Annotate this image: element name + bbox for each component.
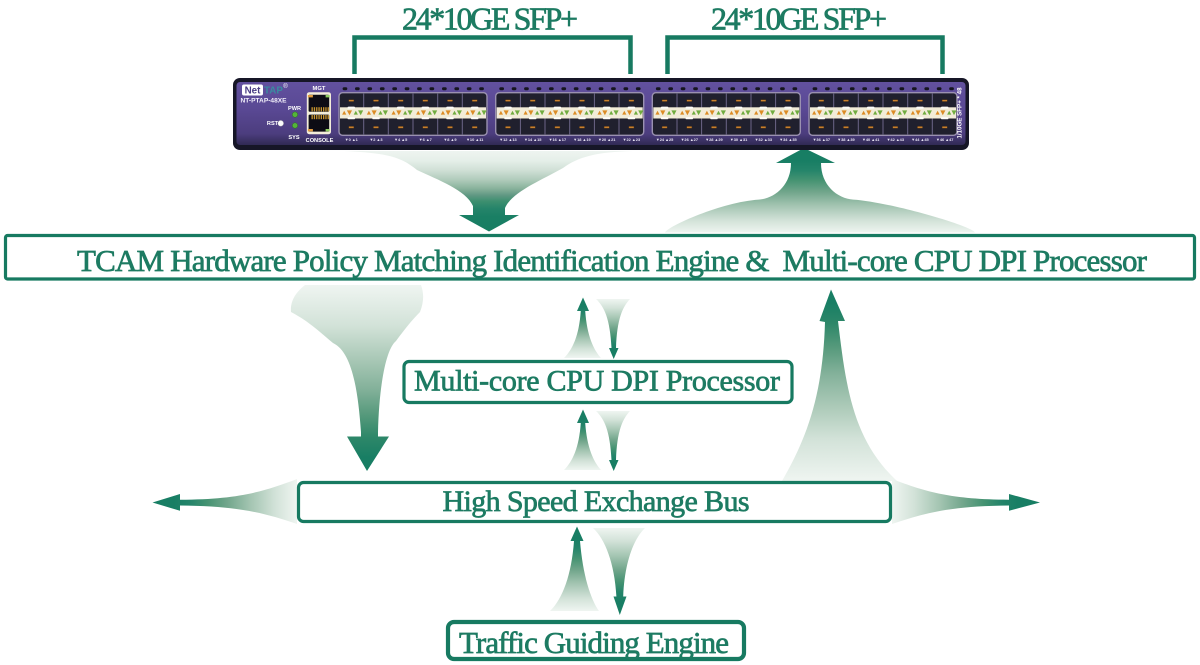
svg-text:CONSOLE: CONSOLE [306,138,334,144]
svg-text:Multi-core CPU DPI Processor: Multi-core CPU DPI Processor [414,365,780,398]
svg-text:▼22 ▲23: ▼22 ▲23 [623,137,641,142]
svg-text:▼4 ▲5: ▼4 ▲5 [394,137,408,142]
svg-text:MGT: MGT [313,86,326,92]
svg-text:▼6 ▲7: ▼6 ▲7 [419,137,432,142]
svg-text:▼12 ▲13: ▼12 ▲13 [499,137,517,142]
svg-text:▼18 ▲19: ▼18 ▲19 [573,137,591,142]
svg-text:TCAM Hardware Policy Matching: TCAM Hardware Policy Matching Identifica… [77,243,1148,278]
svg-text:▼44 ▲45: ▼44 ▲45 [911,137,929,142]
svg-text:PWR: PWR [288,106,301,112]
svg-text:24*10GE SFP+: 24*10GE SFP+ [711,1,887,37]
svg-text:▼20 ▲21: ▼20 ▲21 [598,137,616,142]
svg-text:▼38 ▲39: ▼38 ▲39 [837,137,855,142]
svg-text:®: ® [283,83,288,90]
svg-text:▼2 ▲3: ▼2 ▲3 [369,137,383,142]
svg-text:▼30 ▲31: ▼30 ▲31 [730,137,748,142]
svg-text:▼24 ▲25: ▼24 ▲25 [656,137,674,142]
svg-text:▼32 ▲33: ▼32 ▲33 [755,137,773,142]
svg-text:▼0 ▲1: ▼0 ▲1 [345,137,359,142]
svg-text:▼40 ▲41: ▼40 ▲41 [862,137,880,142]
svg-text:1/10GE SFP+ * 48: 1/10GE SFP+ * 48 [957,87,964,139]
svg-text:TAP: TAP [264,86,283,97]
svg-text:▼10 ▲11: ▼10 ▲11 [466,137,484,142]
svg-text:High Speed Exchange Bus: High Speed Exchange Bus [443,485,750,518]
svg-text:▼26 ▲27: ▼26 ▲27 [681,137,698,142]
svg-text:▼14 ▲15: ▼14 ▲15 [524,137,542,142]
svg-text:RST: RST [267,121,279,127]
svg-text:SYS: SYS [288,135,299,141]
svg-text:▼34 ▲35: ▼34 ▲35 [779,137,797,142]
svg-text:▼46 ▲47: ▼46 ▲47 [936,137,953,142]
svg-text:▼8 ▲9: ▼8 ▲9 [443,137,457,142]
svg-text:24*10GE SFP+: 24*10GE SFP+ [402,1,578,37]
svg-text:▼42 ▲43: ▼42 ▲43 [887,137,905,142]
svg-text:▼16 ▲17: ▼16 ▲17 [549,137,566,142]
svg-text:▼36 ▲37: ▼36 ▲37 [813,137,830,142]
svg-text:Net: Net [245,86,262,97]
svg-text:NT-PTAP-48XE: NT-PTAP-48XE [241,98,288,105]
svg-text:Traffic Guiding Engine: Traffic Guiding Engine [459,625,729,660]
svg-text:▼28 ▲29: ▼28 ▲29 [705,137,723,142]
